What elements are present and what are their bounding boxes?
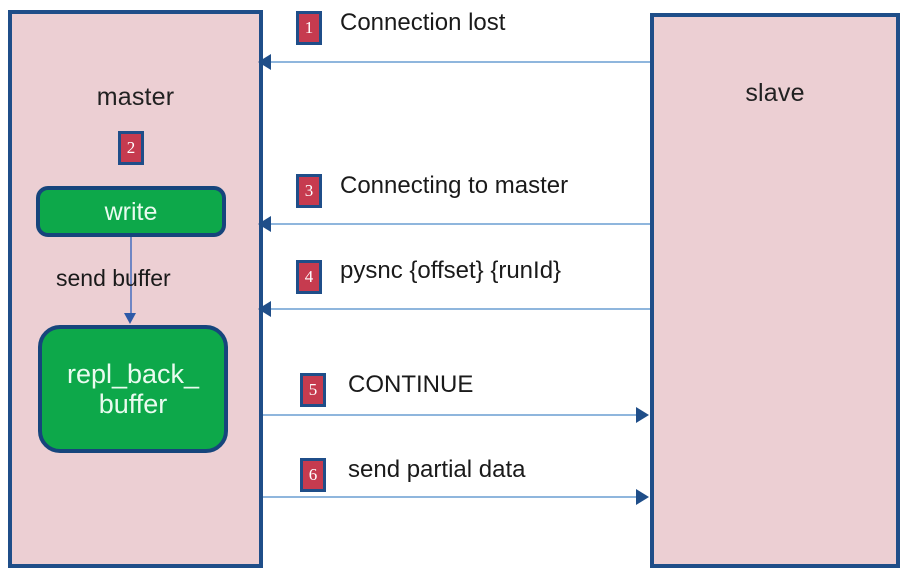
step-badge-5: 5 <box>300 373 326 407</box>
repl-backlog-buffer-box[interactable]: repl_back_ buffer <box>38 325 228 453</box>
message-arrowhead-left-icon-1 <box>258 54 271 70</box>
master-node-panel <box>8 10 263 568</box>
message-label-5: CONTINUE <box>348 371 474 398</box>
message-line-5 <box>263 414 639 416</box>
repl-backlog-buffer-label-line2: buffer <box>98 389 168 419</box>
message-line-1 <box>270 61 650 63</box>
message-line-3 <box>270 223 650 225</box>
step-badge-4: 4 <box>296 260 322 294</box>
message-line-4 <box>270 308 650 310</box>
send-buffer-label: send buffer <box>56 265 171 291</box>
message-label-4: pysnc {offset} {runId} <box>340 257 562 284</box>
message-arrowhead-right-icon-5 <box>636 407 649 423</box>
send-buffer-arrowhead-icon <box>124 313 136 324</box>
step-badge-3: 3 <box>296 174 322 208</box>
slave-node-label: slave <box>745 79 805 107</box>
repl-backlog-buffer-label-line1: repl_back_ <box>66 358 200 389</box>
step-badge-6: 6 <box>300 458 326 492</box>
send-buffer-arrow-line <box>130 237 132 315</box>
master-node-label: master <box>96 83 175 111</box>
step-badge-1: 1 <box>296 11 322 45</box>
message-arrowhead-left-icon-3 <box>258 216 271 232</box>
message-line-6 <box>263 496 639 498</box>
message-label-1: Connection lost <box>340 9 506 36</box>
slave-node-panel <box>650 13 900 568</box>
write-process-box-label: write <box>104 197 158 226</box>
message-label-3: Connecting to master <box>340 172 569 199</box>
message-arrowhead-right-icon-6 <box>636 489 649 505</box>
message-arrowhead-left-icon-4 <box>258 301 271 317</box>
message-label-6: send partial data <box>348 456 526 483</box>
write-process-box[interactable]: write <box>36 186 226 237</box>
step-badge-2: 2 <box>118 131 144 165</box>
